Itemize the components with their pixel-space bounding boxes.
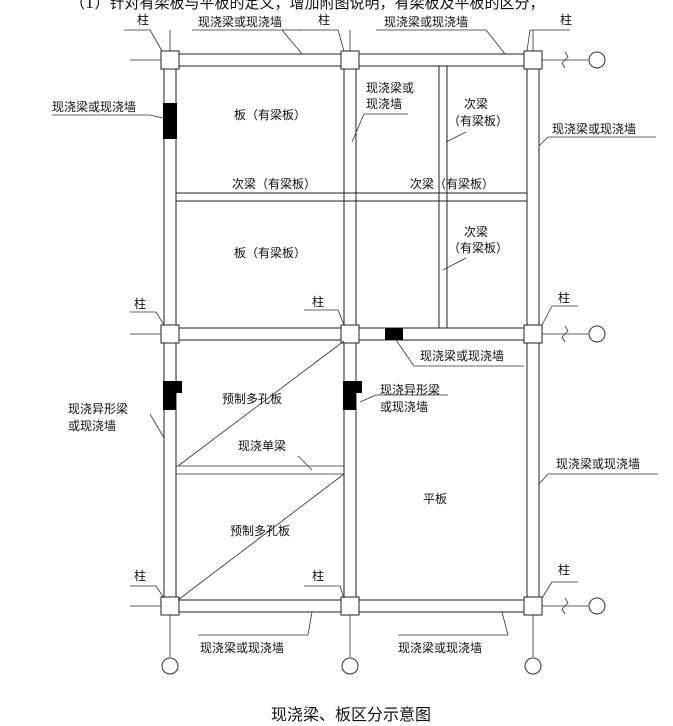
secondary-beam-label: 次梁（有梁板） xyxy=(410,176,494,191)
column-label: 柱 xyxy=(558,290,570,305)
flat-slab-label: 平板 xyxy=(423,492,447,506)
cast-beam-label: 现浇梁或现浇墙 xyxy=(198,14,282,29)
cast-beam-label: 现浇梁或现浇墙 xyxy=(52,99,136,114)
cast-beam-label: 现浇梁或现浇墙 xyxy=(420,348,504,363)
precast-slab-label: 预制多孔板 xyxy=(230,524,290,538)
labels: 柱 柱 柱 柱 柱 柱 柱 柱 柱 现浇梁或现浇墙 现浇梁或现浇墙 现浇梁或现浇… xyxy=(52,12,640,655)
cast-beam-label-line2: 现浇墙 xyxy=(366,97,402,111)
secondary-beam-label-line1: 次梁 xyxy=(464,224,488,239)
special-beam-label-line1: 现浇异形梁 xyxy=(380,382,440,397)
special-beam-label-line2: 或现浇墙 xyxy=(68,419,116,433)
column-label: 柱 xyxy=(560,12,572,27)
leader-lines xyxy=(52,29,658,636)
cast-beam-label: 现浇梁或现浇墙 xyxy=(552,121,636,136)
column-label: 柱 xyxy=(134,568,146,583)
single-beam-label: 现浇单梁 xyxy=(238,438,286,453)
special-beam-label-line1: 现浇异形梁 xyxy=(68,401,128,416)
slab-label: 板（有梁板） xyxy=(234,107,306,122)
slab-label: 板（有梁板） xyxy=(234,245,306,260)
columns xyxy=(160,50,543,616)
secondary-beam-label-line2: （有梁板） xyxy=(448,240,508,255)
cast-beam-label: 现浇梁或现浇墙 xyxy=(384,14,468,29)
axis-bubbles xyxy=(161,51,606,675)
wall-blocks xyxy=(163,103,403,410)
cast-beam-label: 现浇梁或现浇墙 xyxy=(398,640,482,655)
column-label: 柱 xyxy=(318,12,330,27)
axis-lines xyxy=(130,30,588,657)
secondary-beam-label-line1: 次梁 xyxy=(464,96,488,111)
cast-beam-label: 现浇梁或现浇墙 xyxy=(556,456,640,471)
precast-zone-lines xyxy=(176,340,345,601)
secondary-beam-label: 次梁（有梁板） xyxy=(232,176,316,191)
column-label: 柱 xyxy=(312,568,324,583)
diagram-caption: 现浇梁、板区分示意图 xyxy=(271,705,431,724)
precast-slab-label: 预制多孔板 xyxy=(222,392,282,406)
special-beam-label-line2: 或现浇墙 xyxy=(380,400,428,414)
column-label: 柱 xyxy=(137,12,149,27)
cast-beam-label-line1: 现浇梁或 xyxy=(366,80,414,95)
secondary-beam-label-line2: （有梁板） xyxy=(448,113,508,128)
column-label: 柱 xyxy=(558,562,570,577)
header-text: （1）针对有梁板与平板的定义，增加附图说明，有梁板及平板的区分， xyxy=(70,0,545,12)
column-label: 柱 xyxy=(312,294,324,309)
column-label: 柱 xyxy=(134,296,146,311)
cast-beam-label: 现浇梁或现浇墙 xyxy=(200,640,284,655)
